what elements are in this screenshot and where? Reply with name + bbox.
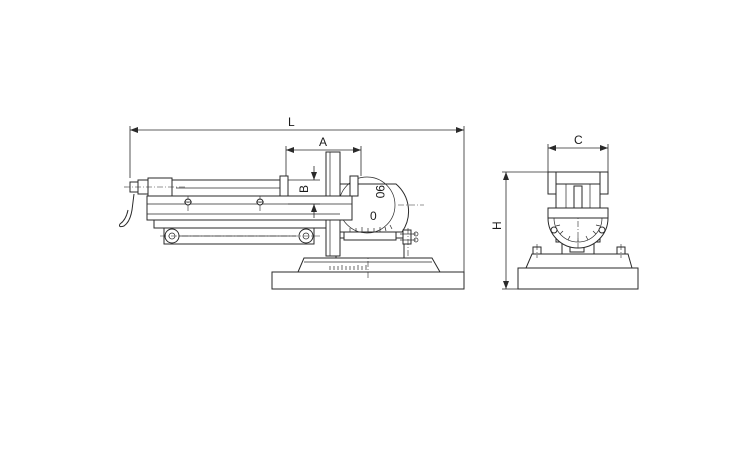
base-riser [297, 257, 441, 273]
front-base-plate [517, 267, 639, 290]
dim-label-a: A [319, 135, 327, 149]
crank-handle [119, 193, 135, 228]
front-base-riser [525, 253, 633, 269]
locking-screws [400, 228, 419, 258]
dim-label-c: C [574, 133, 583, 147]
front-body [547, 207, 609, 219]
dial-value-bottom: 0 [370, 209, 377, 223]
front-jaw [547, 171, 609, 185]
dim-label-b: B [297, 185, 311, 193]
dim-label-h: H [490, 221, 504, 230]
front-view: C H [490, 133, 639, 290]
dial-ticks [349, 224, 393, 232]
vise-body [146, 195, 353, 221]
body-bolts [184, 194, 264, 212]
dial-value-top: 90 [373, 185, 387, 199]
front-dial-ticks [555, 224, 601, 242]
front-bolt-left [550, 226, 558, 234]
angle-scale-ticks [329, 265, 367, 270]
front-bolt-right [598, 226, 606, 234]
swivel-column [335, 237, 405, 259]
side-view: 90 0 [119, 115, 465, 290]
dim-label-l: L [288, 115, 295, 129]
fixed-jaw [349, 175, 359, 197]
